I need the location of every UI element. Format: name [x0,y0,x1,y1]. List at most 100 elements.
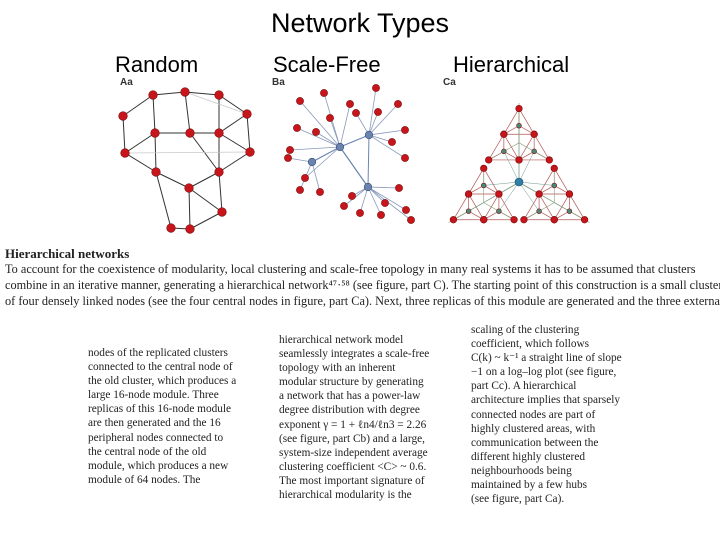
network-node [151,129,160,138]
network-edge [219,133,250,152]
network-edge [344,187,368,206]
network-node [121,149,130,158]
network-edge [340,104,350,147]
column-line: connected nodes are part of [471,408,622,422]
network-node [284,154,291,161]
network-node [388,138,395,145]
network-edge [554,168,569,194]
network-edge [153,95,155,133]
network-node [293,124,300,131]
network-node [346,100,353,107]
column-line: system-size independent average [279,446,429,460]
network-edge [524,194,539,220]
network-node [215,91,224,100]
network-edge [219,172,222,212]
network-node [372,84,379,91]
network-node [394,100,401,107]
text-column-1: nodes of the replicated clusters connect… [88,346,236,487]
network-node [286,146,293,153]
network-node [377,211,384,218]
network-edge [569,194,584,220]
network-edge [125,153,156,172]
network-node [552,183,557,188]
network-node [401,154,408,161]
network-edge [189,188,222,212]
network-node [480,216,487,223]
column-line: different highly clustered [471,450,622,464]
text-column-2: hierarchical network model seamlessly in… [279,333,429,502]
network-node [243,110,252,119]
network-node [352,109,359,116]
column-line: the central node of the old [88,445,236,459]
scale-free-network [284,84,414,223]
network-node [395,184,402,191]
network-node [466,209,471,214]
column-line: module, which produces a new [88,459,236,473]
network-edge [534,134,549,160]
network-node [301,174,308,181]
column-line: −1 on a log–log plot (see figure, [471,365,622,379]
network-node [167,224,176,233]
network-edge [368,187,411,220]
intro-line: of four densely linked nodes (see the fo… [5,293,717,309]
network-node [485,157,492,164]
column-line: connected to the central node of [88,360,236,374]
column-line: The most important signature of [279,474,429,488]
network-node [215,129,224,138]
network-edge [499,194,514,220]
column-line: module of 64 nodes. The [88,473,236,487]
network-edge [156,172,171,228]
network-node [480,165,487,172]
network-node [531,131,538,138]
network-node [546,157,553,164]
network-node [465,191,472,198]
column-line: are then generated and the 16 [88,416,236,430]
network-edge [219,95,247,114]
network-edge [219,152,250,172]
column-line: communication between the [471,436,622,450]
network-node [296,186,303,193]
network-node [516,105,523,112]
intro-line: combine in an iterative manner, generati… [5,277,717,293]
network-edge [189,188,190,229]
network-node [320,89,327,96]
central-hub-node [515,178,523,186]
column-line: part Cc). A hierarchical [471,379,622,393]
network-node [532,149,537,154]
network-edge [369,135,405,158]
network-edge [123,95,153,116]
network-node [567,209,572,214]
network-edge [539,168,554,194]
column-line: scaling of the clustering [471,323,622,337]
network-edge [340,135,369,147]
network-edge [453,194,468,220]
network-node [501,131,508,138]
network-node [348,192,355,199]
column-line: maintained by a few hubs [471,478,622,492]
network-edge [290,147,340,150]
hub-node [336,143,344,151]
network-node [551,216,558,223]
network-node [581,216,588,223]
random-network [119,88,255,234]
column-line: degree distribution with degree [279,403,429,417]
network-node [536,191,543,198]
network-edge [484,168,499,194]
column-line: modular structure by generating [279,375,429,389]
network-node [517,123,522,128]
network-node [521,216,528,223]
network-edge [300,101,340,147]
column-line: the old cluster, which produces a [88,374,236,388]
column-line: a network that has a power-law [279,389,429,403]
column-line: (see figure, part Cb) and a large, [279,432,429,446]
column-line: C(k) ~ k⁻¹ a straight line of slope [471,351,622,365]
intro-line: To account for the coexistence of modula… [5,261,717,277]
hierarchical-network [448,103,589,223]
network-edge [247,114,250,152]
column-line: clustering coefficient <C> ~ 0.6. [279,460,429,474]
network-node [551,165,558,172]
network-edge [153,92,185,95]
network-edge [469,168,484,194]
network-edge [189,172,219,188]
network-node [501,149,506,154]
